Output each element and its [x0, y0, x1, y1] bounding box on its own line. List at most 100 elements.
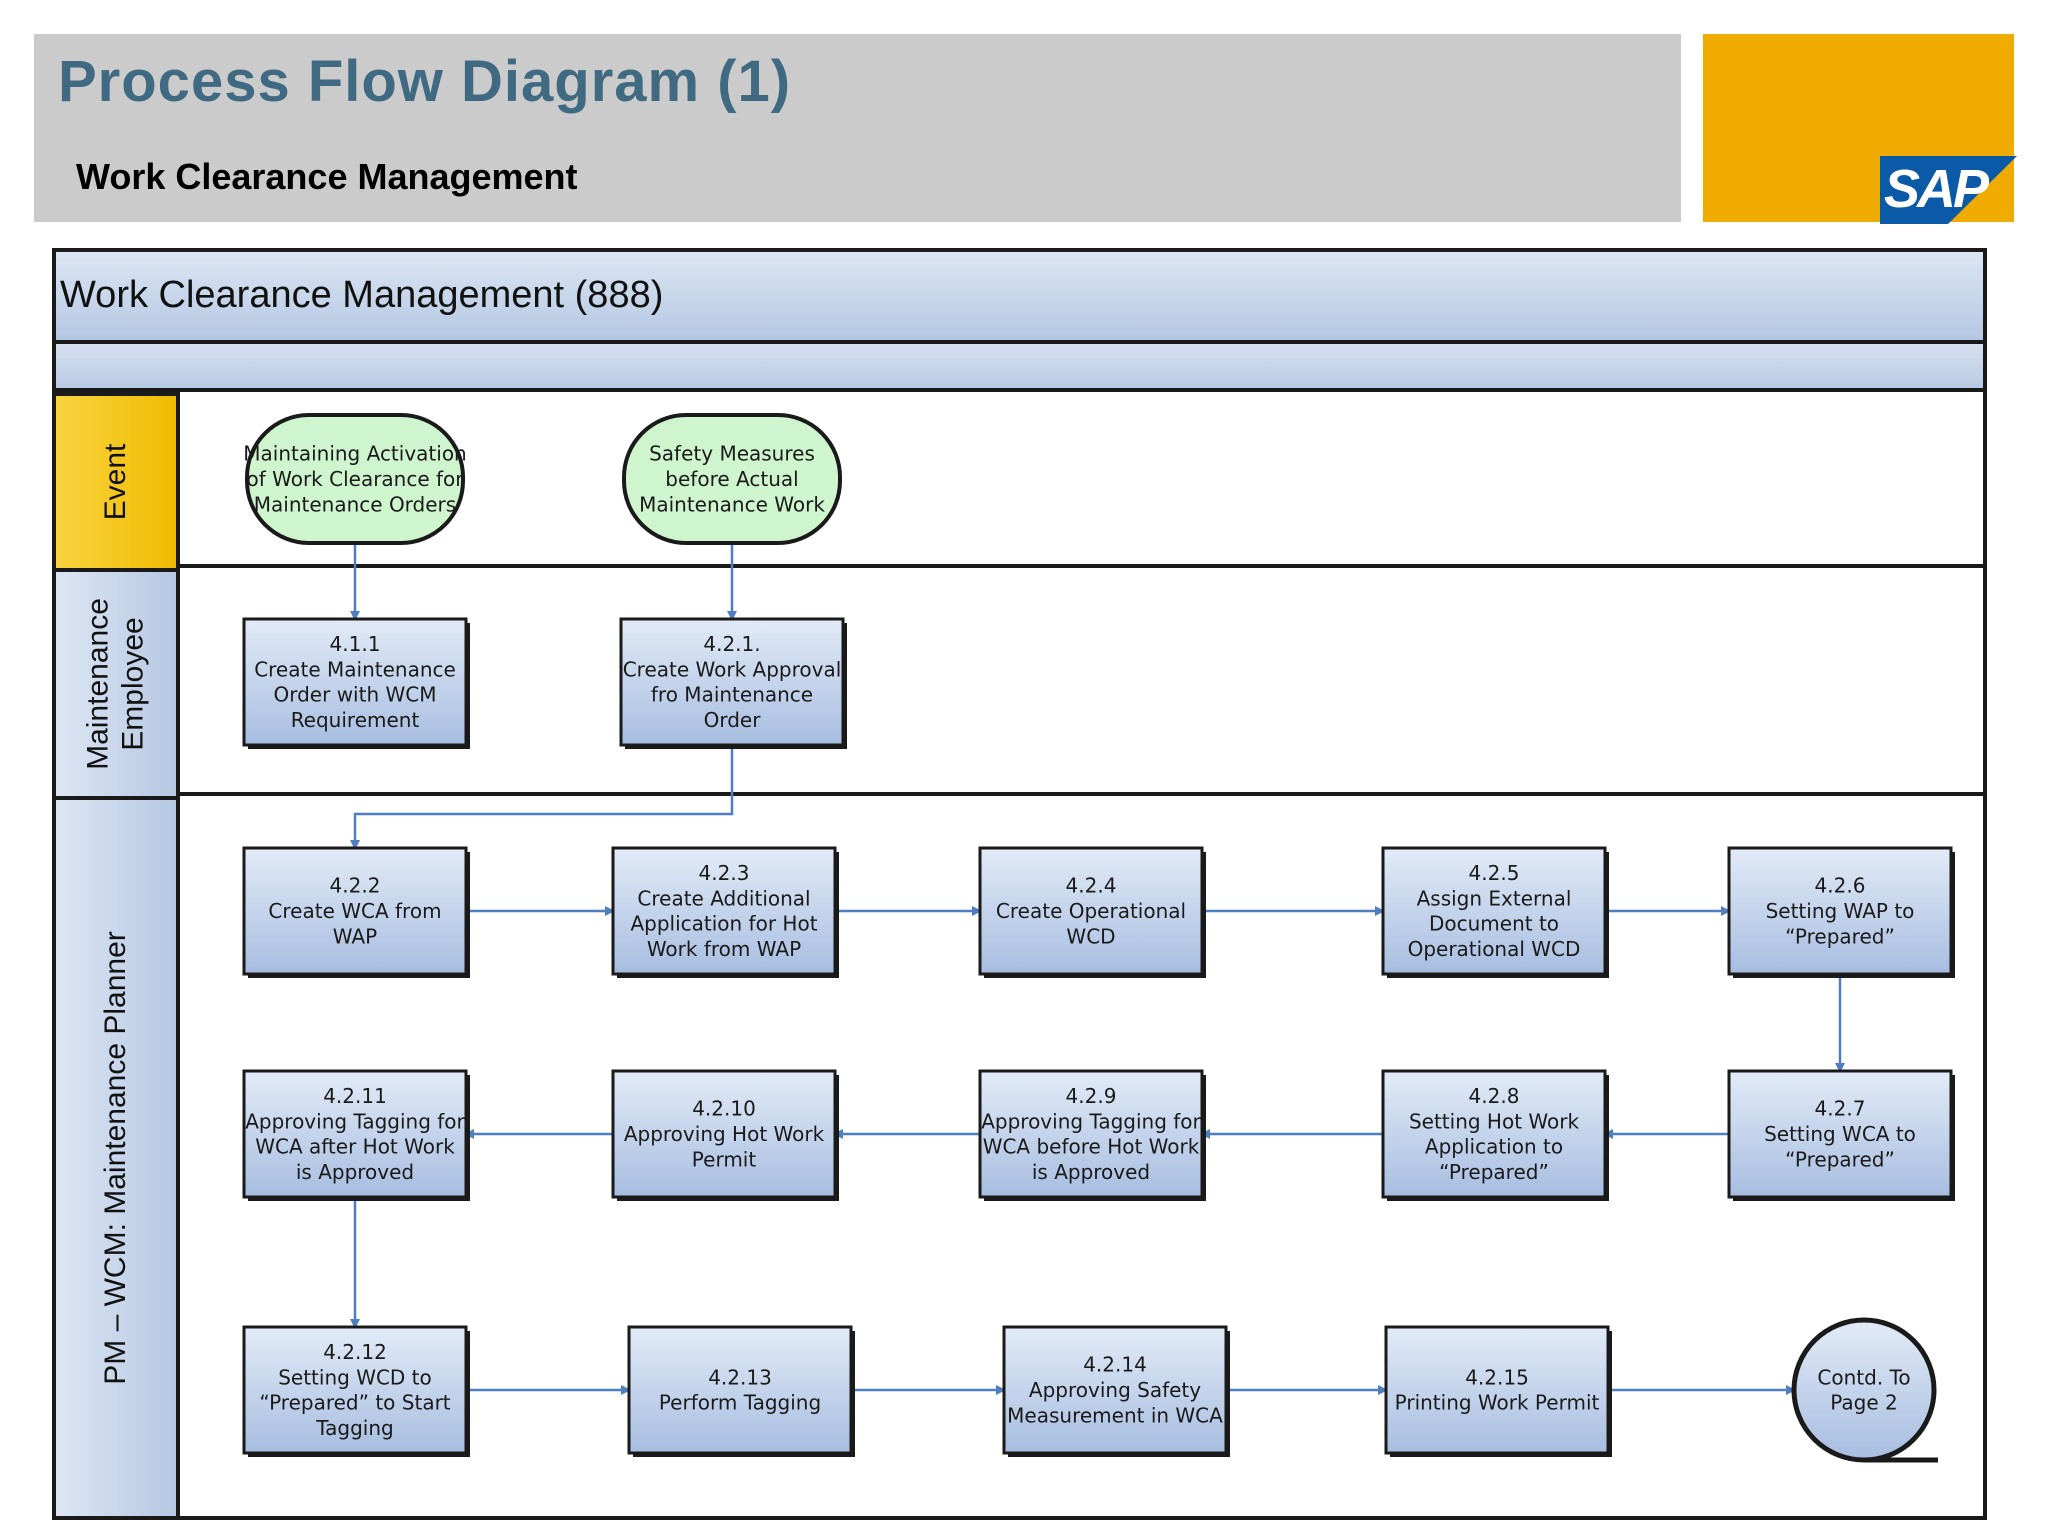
node-label-line: Approving Hot Work — [624, 1122, 825, 1146]
node-label-line: 4.2.13 — [708, 1365, 772, 1389]
node-label-line: Create Work Approval — [623, 657, 842, 681]
node-label-line: 4.2.9 — [1066, 1084, 1117, 1108]
step-box — [1381, 1069, 1607, 1199]
diagram-title: Work Clearance Management (888) — [60, 274, 664, 316]
node-label-line: before Actual — [665, 467, 798, 491]
node-label-line: Perform Tagging — [659, 1391, 821, 1415]
node-label-line: Maintenance Orders — [254, 492, 456, 516]
page-title: Process Flow Diagram (1) — [58, 49, 792, 114]
node-label-line: Setting WCA to — [1764, 1122, 1916, 1146]
node-label-line: Requirement — [291, 708, 420, 732]
node-label-line: Tagging — [315, 1416, 393, 1440]
node-label-line: WCD — [1066, 924, 1115, 948]
node-label-line: 4.2.8 — [1469, 1084, 1520, 1108]
node-label-line: is Approved — [296, 1160, 414, 1184]
node-label-line: 4.2.10 — [692, 1097, 756, 1121]
node-label-line: Approving Tagging for — [981, 1109, 1201, 1133]
node-label-line: Work from WAP — [647, 937, 801, 961]
node-label-line: Safety Measures — [649, 442, 815, 466]
step-box — [242, 617, 468, 747]
node-label-line: Assign External — [1417, 886, 1572, 910]
node-label-line: Maintaining Activation — [243, 442, 467, 466]
node-label-line: Contd. To — [1817, 1365, 1910, 1389]
node-label-line: of Work Clearance for — [246, 467, 464, 491]
node-label-line: Create WCA from — [268, 899, 441, 923]
node-label-line: 4.2.2 — [330, 874, 381, 898]
step-box — [1727, 846, 1953, 976]
step-box — [978, 1069, 1204, 1199]
step-box — [1002, 1325, 1228, 1455]
step-box — [1384, 1325, 1610, 1455]
node-label-line: Application for Hot — [630, 912, 817, 936]
node-label-line: Page 2 — [1830, 1391, 1898, 1415]
step-box — [1727, 1069, 1953, 1199]
node-label-line: Create Maintenance — [254, 657, 456, 681]
node-label-line: “Prepared” — [1785, 924, 1895, 948]
node-label-line: 4.2.1. — [703, 632, 760, 656]
step-box — [242, 846, 468, 976]
node-label-line: 4.2.15 — [1465, 1365, 1529, 1389]
sap-logo-icon — [1880, 156, 2017, 224]
lane-label-planner: PM – WCM: Maintenance Planner — [52, 796, 180, 1520]
node-label-line: 4.2.5 — [1469, 861, 1520, 885]
node-label-line: 4.1.1 — [330, 632, 381, 656]
step-box — [978, 846, 1204, 976]
step-box — [1381, 846, 1607, 976]
header-band: Process Flow Diagram (1) Work Clearance … — [34, 34, 1681, 222]
step-box — [627, 1325, 853, 1455]
node-label-line: Document to — [1429, 912, 1559, 936]
diagram-sub-strip — [52, 344, 1987, 392]
node-label-line: “Prepared” — [1785, 1147, 1895, 1171]
step-box — [611, 846, 837, 976]
flow-arrow — [350, 745, 734, 850]
node-label-line: Approving Tagging for — [245, 1109, 465, 1133]
node-label-line: “Prepared” to Start — [259, 1391, 450, 1415]
node-label-line: 4.2.11 — [323, 1084, 387, 1108]
node-label-line: Create Additional — [637, 886, 810, 910]
node-label-line: Order with WCM — [274, 683, 437, 707]
node-label-line: Create Operational — [996, 899, 1186, 923]
node-label-line: Application to — [1425, 1135, 1563, 1159]
node-label-line: Setting WAP to — [1766, 899, 1915, 923]
node-label-line: fro Maintenance — [651, 683, 813, 707]
node-label-line: 4.2.6 — [1815, 874, 1866, 898]
flow-arrows — [350, 543, 1845, 1395]
node-label-line: Setting Hot Work — [1409, 1109, 1580, 1133]
step-box — [619, 617, 845, 747]
node-label-line: 4.2.7 — [1815, 1097, 1866, 1121]
node-label-line: is Approved — [1032, 1160, 1150, 1184]
node-label-line: 4.2.3 — [699, 861, 750, 885]
node-label-line: 4.2.4 — [1066, 874, 1117, 898]
page-subtitle: Work Clearance Management — [76, 156, 578, 197]
node-label-line: Measurement in WCA — [1007, 1403, 1223, 1427]
step-box — [242, 1069, 468, 1199]
diagram-title-strip: Work Clearance Management (888) — [52, 248, 1987, 344]
step-box — [611, 1069, 837, 1199]
node-label-line: WAP — [333, 924, 377, 948]
sap-logo-text: SAP — [1884, 159, 1989, 219]
node-label-line: Maintenance Work — [639, 492, 825, 516]
node-label-line: 4.2.12 — [323, 1340, 387, 1364]
event-shape — [622, 413, 842, 545]
step-box — [242, 1325, 468, 1455]
